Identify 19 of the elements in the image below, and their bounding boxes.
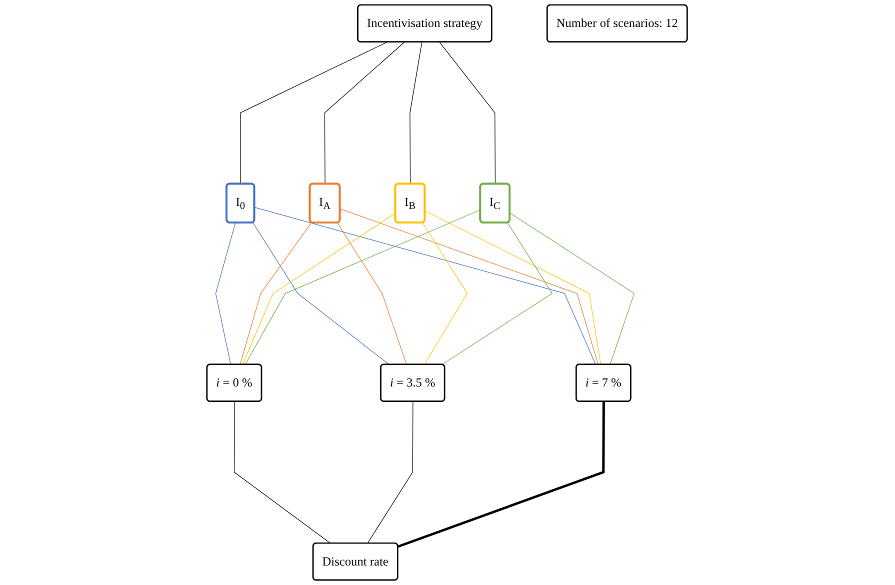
connector — [410, 42, 423, 184]
connector — [216, 222, 236, 365]
connector — [240, 222, 312, 365]
connector — [252, 222, 390, 365]
connector — [234, 401, 332, 544]
connector — [240, 42, 388, 184]
connector — [245, 209, 482, 365]
connector — [398, 402, 606, 548]
connector — [254, 206, 596, 365]
connector — [242, 212, 396, 365]
connector — [340, 208, 599, 365]
connector — [338, 222, 408, 365]
connector — [442, 222, 554, 365]
connector — [510, 212, 636, 365]
connector — [422, 222, 468, 365]
connector — [368, 401, 414, 544]
connector — [324, 42, 406, 184]
connector — [440, 42, 496, 184]
connector — [425, 210, 602, 365]
